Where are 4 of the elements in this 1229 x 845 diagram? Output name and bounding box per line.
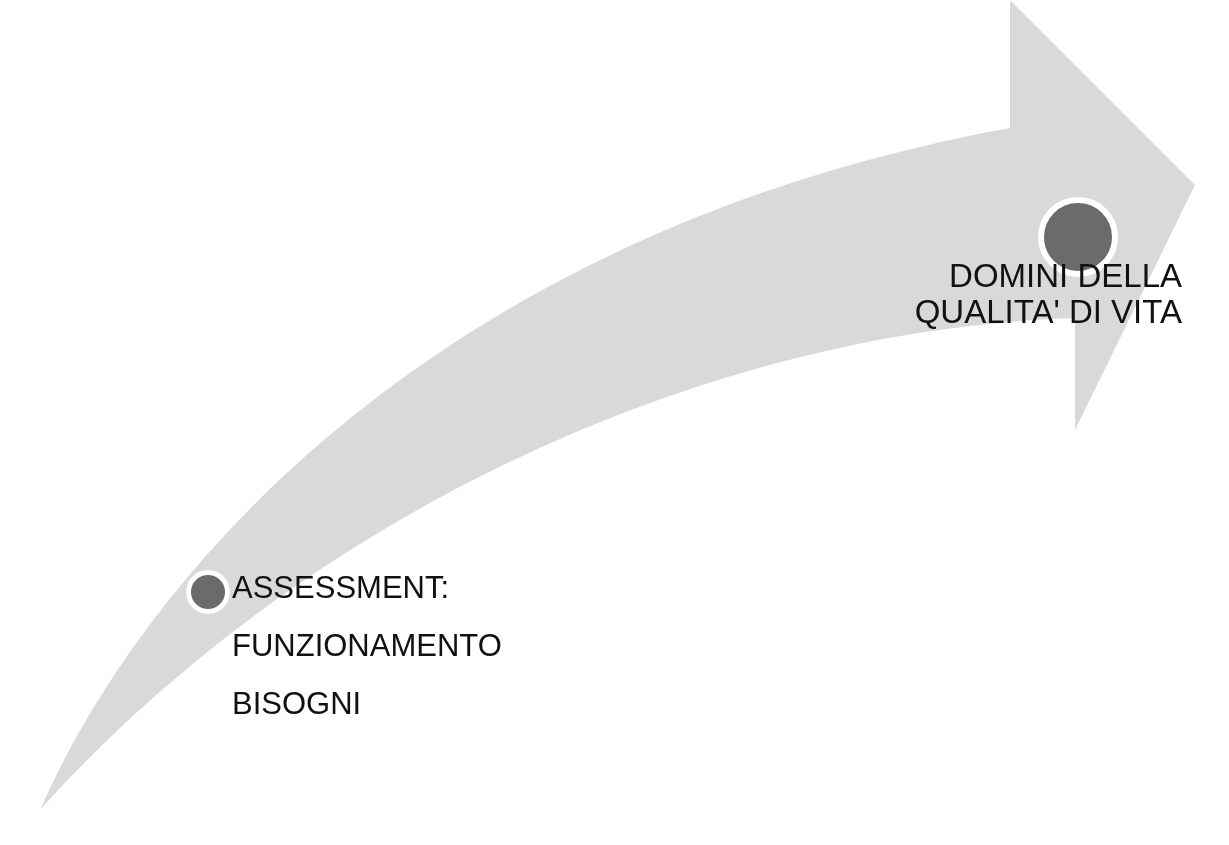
step-label: BISOGNI — [232, 686, 362, 722]
step-label: FUNZIONAMENTO — [232, 628, 502, 664]
step-label: DOMINI DELLA QUALITA' DI VITA — [913, 258, 1182, 330]
step-label: ASSESSMENT: — [232, 570, 450, 606]
